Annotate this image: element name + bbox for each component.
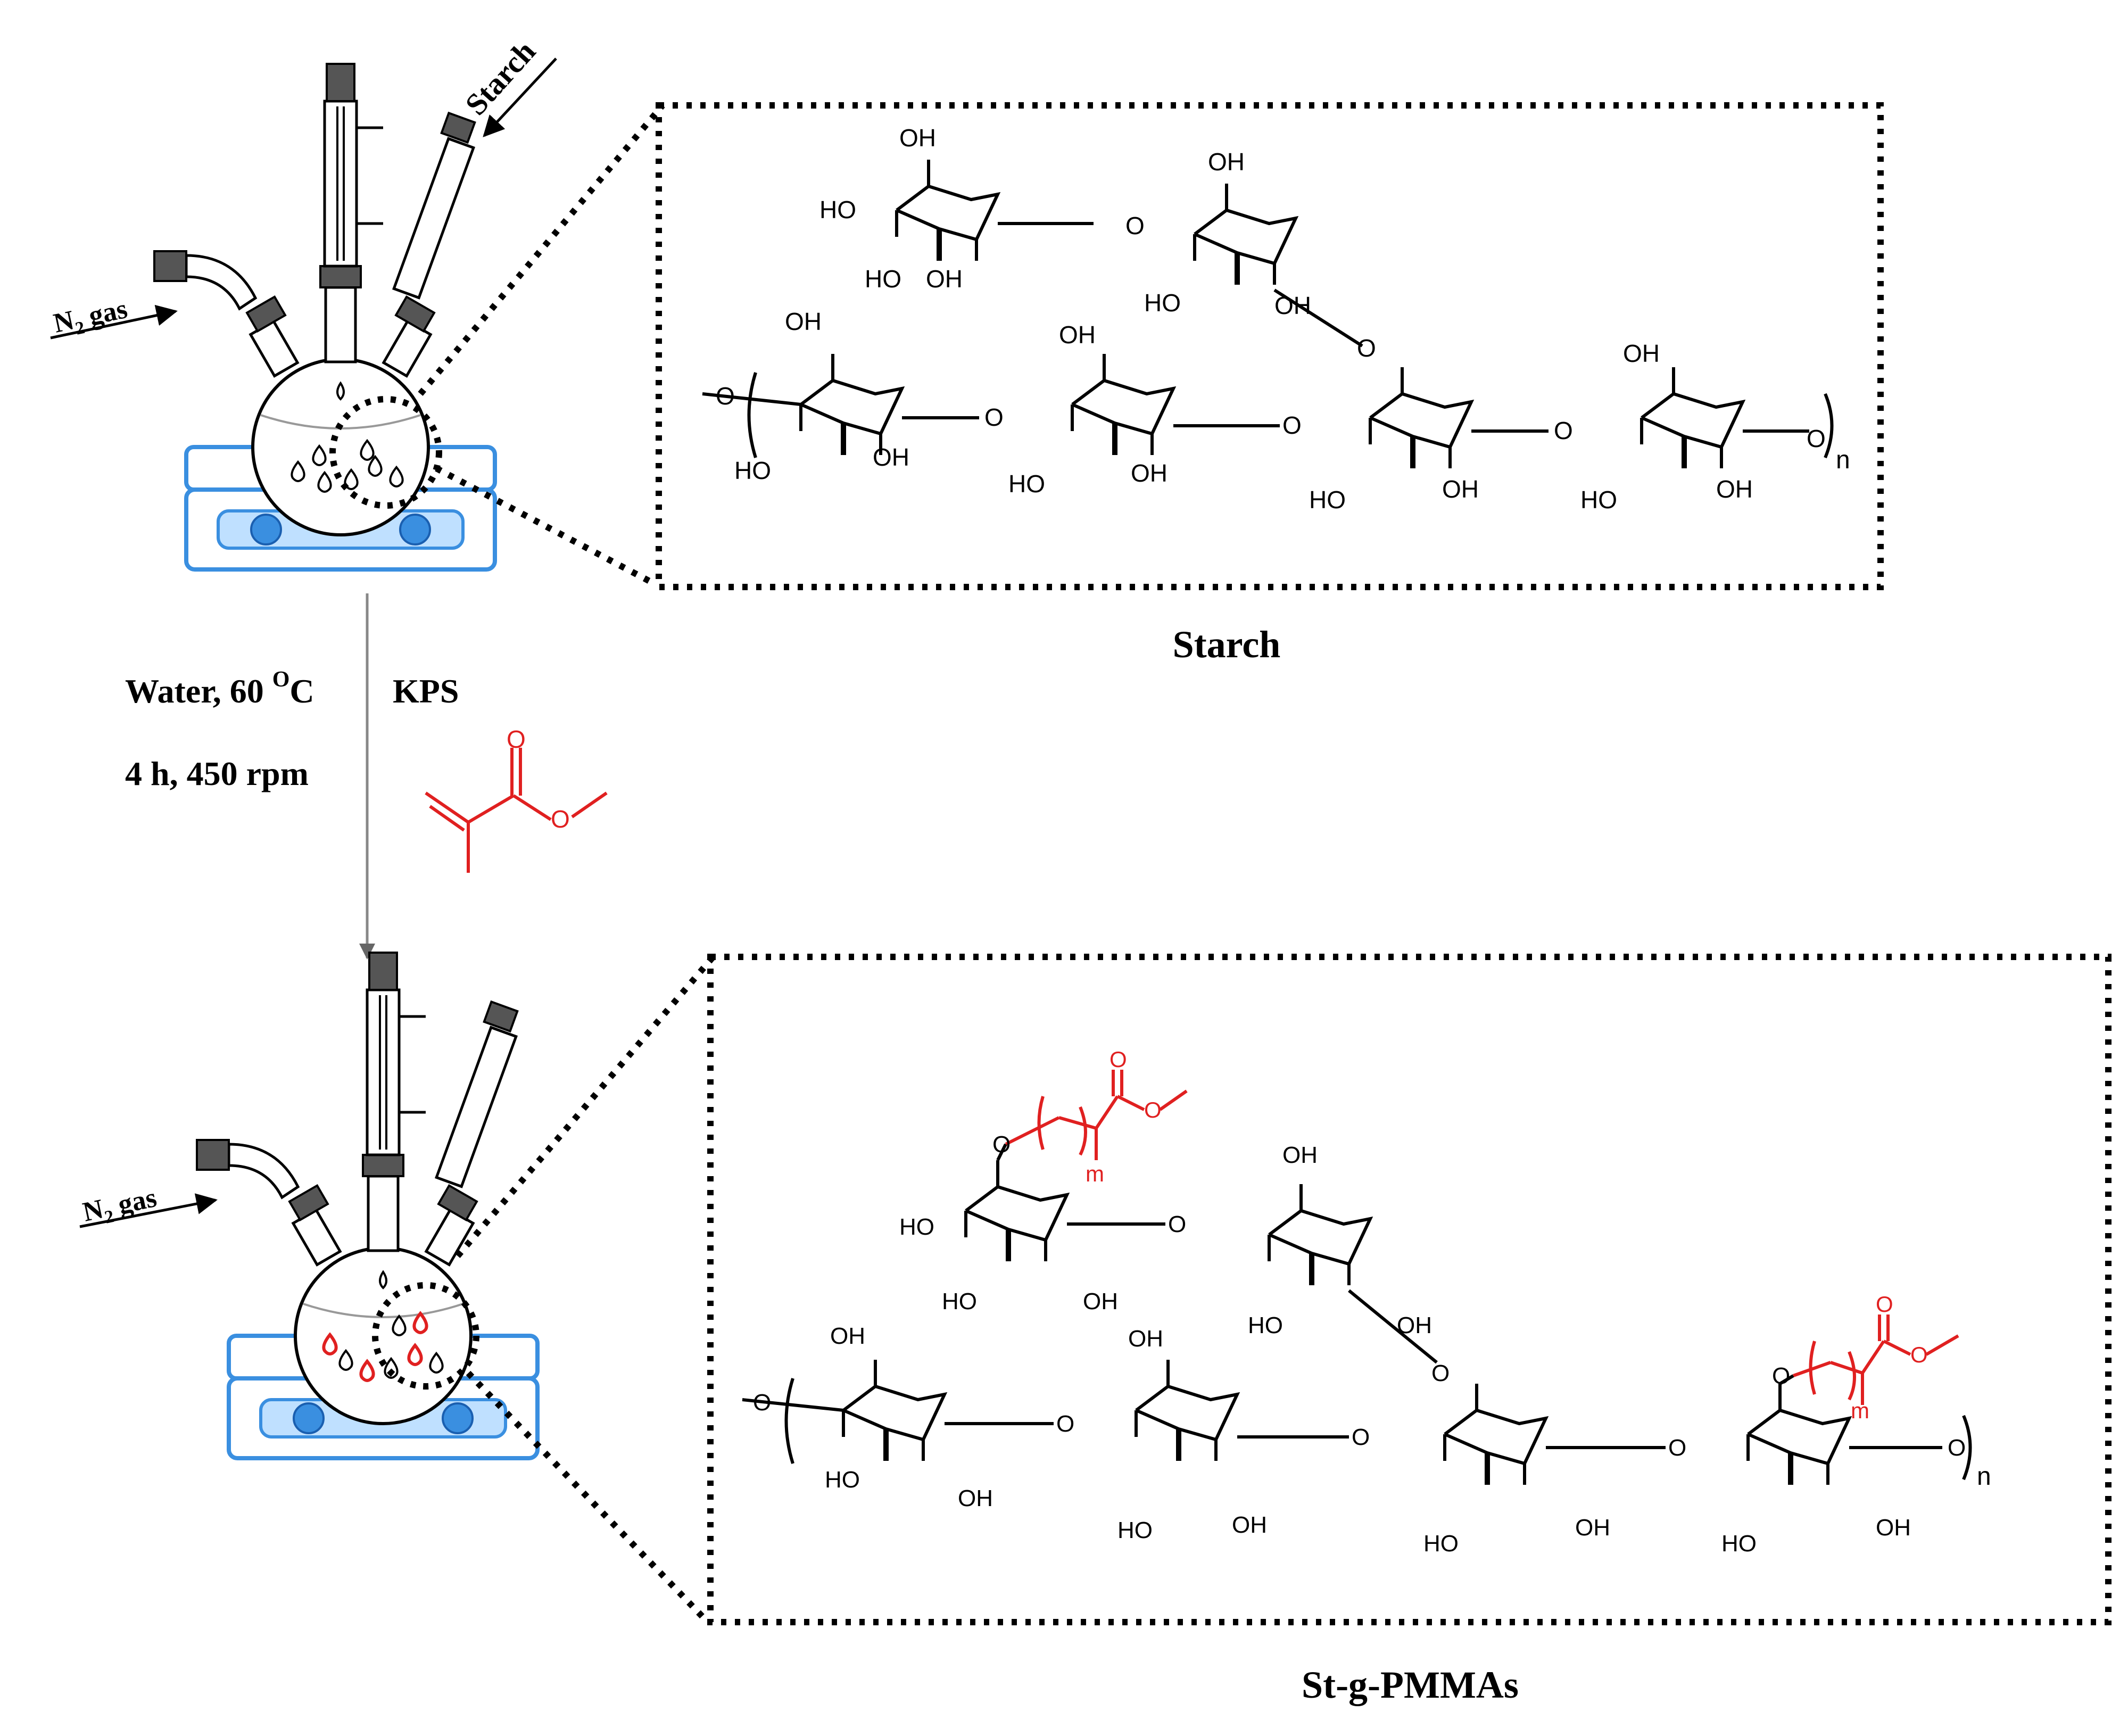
svg-text:O: O <box>1056 1411 1074 1437</box>
svg-text:OH: OH <box>873 443 909 471</box>
svg-text:m: m <box>1086 1161 1104 1186</box>
methyl-methacrylate-monomer <box>425 748 608 873</box>
svg-text:HO: HO <box>865 265 901 293</box>
n2-label-bottom: N2 gas <box>80 1183 160 1232</box>
svg-text:OH: OH <box>1575 1515 1610 1541</box>
svg-text:HO: HO <box>819 196 856 224</box>
svg-text:O: O <box>1948 1435 1966 1461</box>
svg-text:O: O <box>1144 1097 1162 1122</box>
svg-text:O: O <box>716 382 735 410</box>
starch-structure: OH OH OH OH OH HO HO OH HO OH HO OH HO O… <box>702 124 1850 514</box>
svg-text:OH: OH <box>1083 1288 1118 1315</box>
product-structure-box <box>707 954 2112 1625</box>
svg-text:OH: OH <box>1208 148 1245 176</box>
svg-text:OH: OH <box>1397 1312 1432 1338</box>
svg-text:HO: HO <box>825 1467 860 1493</box>
svg-text:OH: OH <box>926 265 963 293</box>
svg-text:OH: OH <box>1131 459 1167 487</box>
svg-text:HO: HO <box>1721 1531 1757 1557</box>
conditions-line-2: 4 h, 450 rpm <box>125 755 309 792</box>
svg-text:O: O <box>1910 1342 1928 1367</box>
n2-arrow-bottom <box>79 1193 218 1228</box>
svg-text:HO: HO <box>1309 486 1346 514</box>
zoom-circle-top <box>329 396 442 509</box>
svg-text:HO: HO <box>1117 1517 1153 1543</box>
svg-text:OH: OH <box>958 1485 993 1511</box>
svg-text:OH: OH <box>1274 292 1311 319</box>
svg-text:HO: HO <box>1580 486 1617 514</box>
svg-text:OH: OH <box>1442 475 1479 503</box>
svg-text:m: m <box>1851 1398 1869 1423</box>
monomer-ester-o: O <box>551 805 570 833</box>
svg-text:O: O <box>1282 411 1302 439</box>
svg-text:OH: OH <box>1128 1326 1163 1352</box>
svg-text:HO: HO <box>1248 1312 1283 1338</box>
svg-text:HO: HO <box>942 1288 977 1315</box>
svg-text:O: O <box>1431 1360 1450 1386</box>
n2-arrow-top <box>50 304 178 340</box>
svg-text:OH: OH <box>1232 1512 1267 1538</box>
svg-text:HO: HO <box>899 1214 934 1240</box>
svg-text:HO: HO <box>1008 470 1045 498</box>
svg-text:O: O <box>992 1131 1011 1158</box>
starch-structure-box <box>656 102 1884 590</box>
svg-text:O: O <box>1668 1435 1686 1461</box>
svg-text:OH: OH <box>785 308 822 335</box>
n2-label-top: N2 gas <box>51 294 131 343</box>
svg-text:O: O <box>1168 1211 1186 1237</box>
svg-text:O: O <box>1876 1292 1893 1317</box>
svg-text:O: O <box>1109 1047 1127 1072</box>
svg-text:O: O <box>1554 417 1573 444</box>
initiator-label: KPS <box>393 672 459 710</box>
starch-feed-label: Starch <box>458 34 542 122</box>
svg-text:n: n <box>1977 1462 1991 1491</box>
svg-text:OH: OH <box>1716 475 1753 503</box>
monomer-carbonyl-o: O <box>507 725 526 753</box>
zoom-line-bottom-upper <box>455 955 716 1258</box>
conditions-line-1: Water, 60 OC <box>125 667 314 710</box>
svg-text:OH: OH <box>1282 1142 1318 1168</box>
svg-text:OH: OH <box>1623 340 1660 367</box>
svg-text:O: O <box>984 403 1004 431</box>
svg-text:O: O <box>1352 1424 1370 1450</box>
svg-text:OH: OH <box>1876 1515 1911 1541</box>
svg-text:HO: HO <box>1423 1531 1459 1557</box>
svg-text:O: O <box>1357 334 1376 362</box>
svg-text:O: O <box>1807 425 1826 452</box>
starch-caption: Starch <box>1173 623 1281 666</box>
svg-text:OH: OH <box>899 124 936 152</box>
product-structure: O O m O O m O O OH OH OH HO HO OH HO OH … <box>742 1047 1991 1557</box>
svg-text:OH: OH <box>830 1323 865 1349</box>
zoom-circle-bottom <box>372 1282 479 1390</box>
svg-text:HO: HO <box>734 457 771 484</box>
svg-text:n: n <box>1836 446 1850 474</box>
svg-text:O: O <box>1772 1363 1790 1389</box>
svg-text:OH: OH <box>1059 321 1096 349</box>
svg-text:O: O <box>753 1390 771 1416</box>
svg-text:O: O <box>1125 212 1145 239</box>
starch-feed-arrow <box>483 57 557 137</box>
zoom-line-bottom-lower <box>466 1370 710 1625</box>
svg-text:HO: HO <box>1144 289 1181 317</box>
product-caption: St-g-PMMAs <box>1302 1664 1519 1706</box>
